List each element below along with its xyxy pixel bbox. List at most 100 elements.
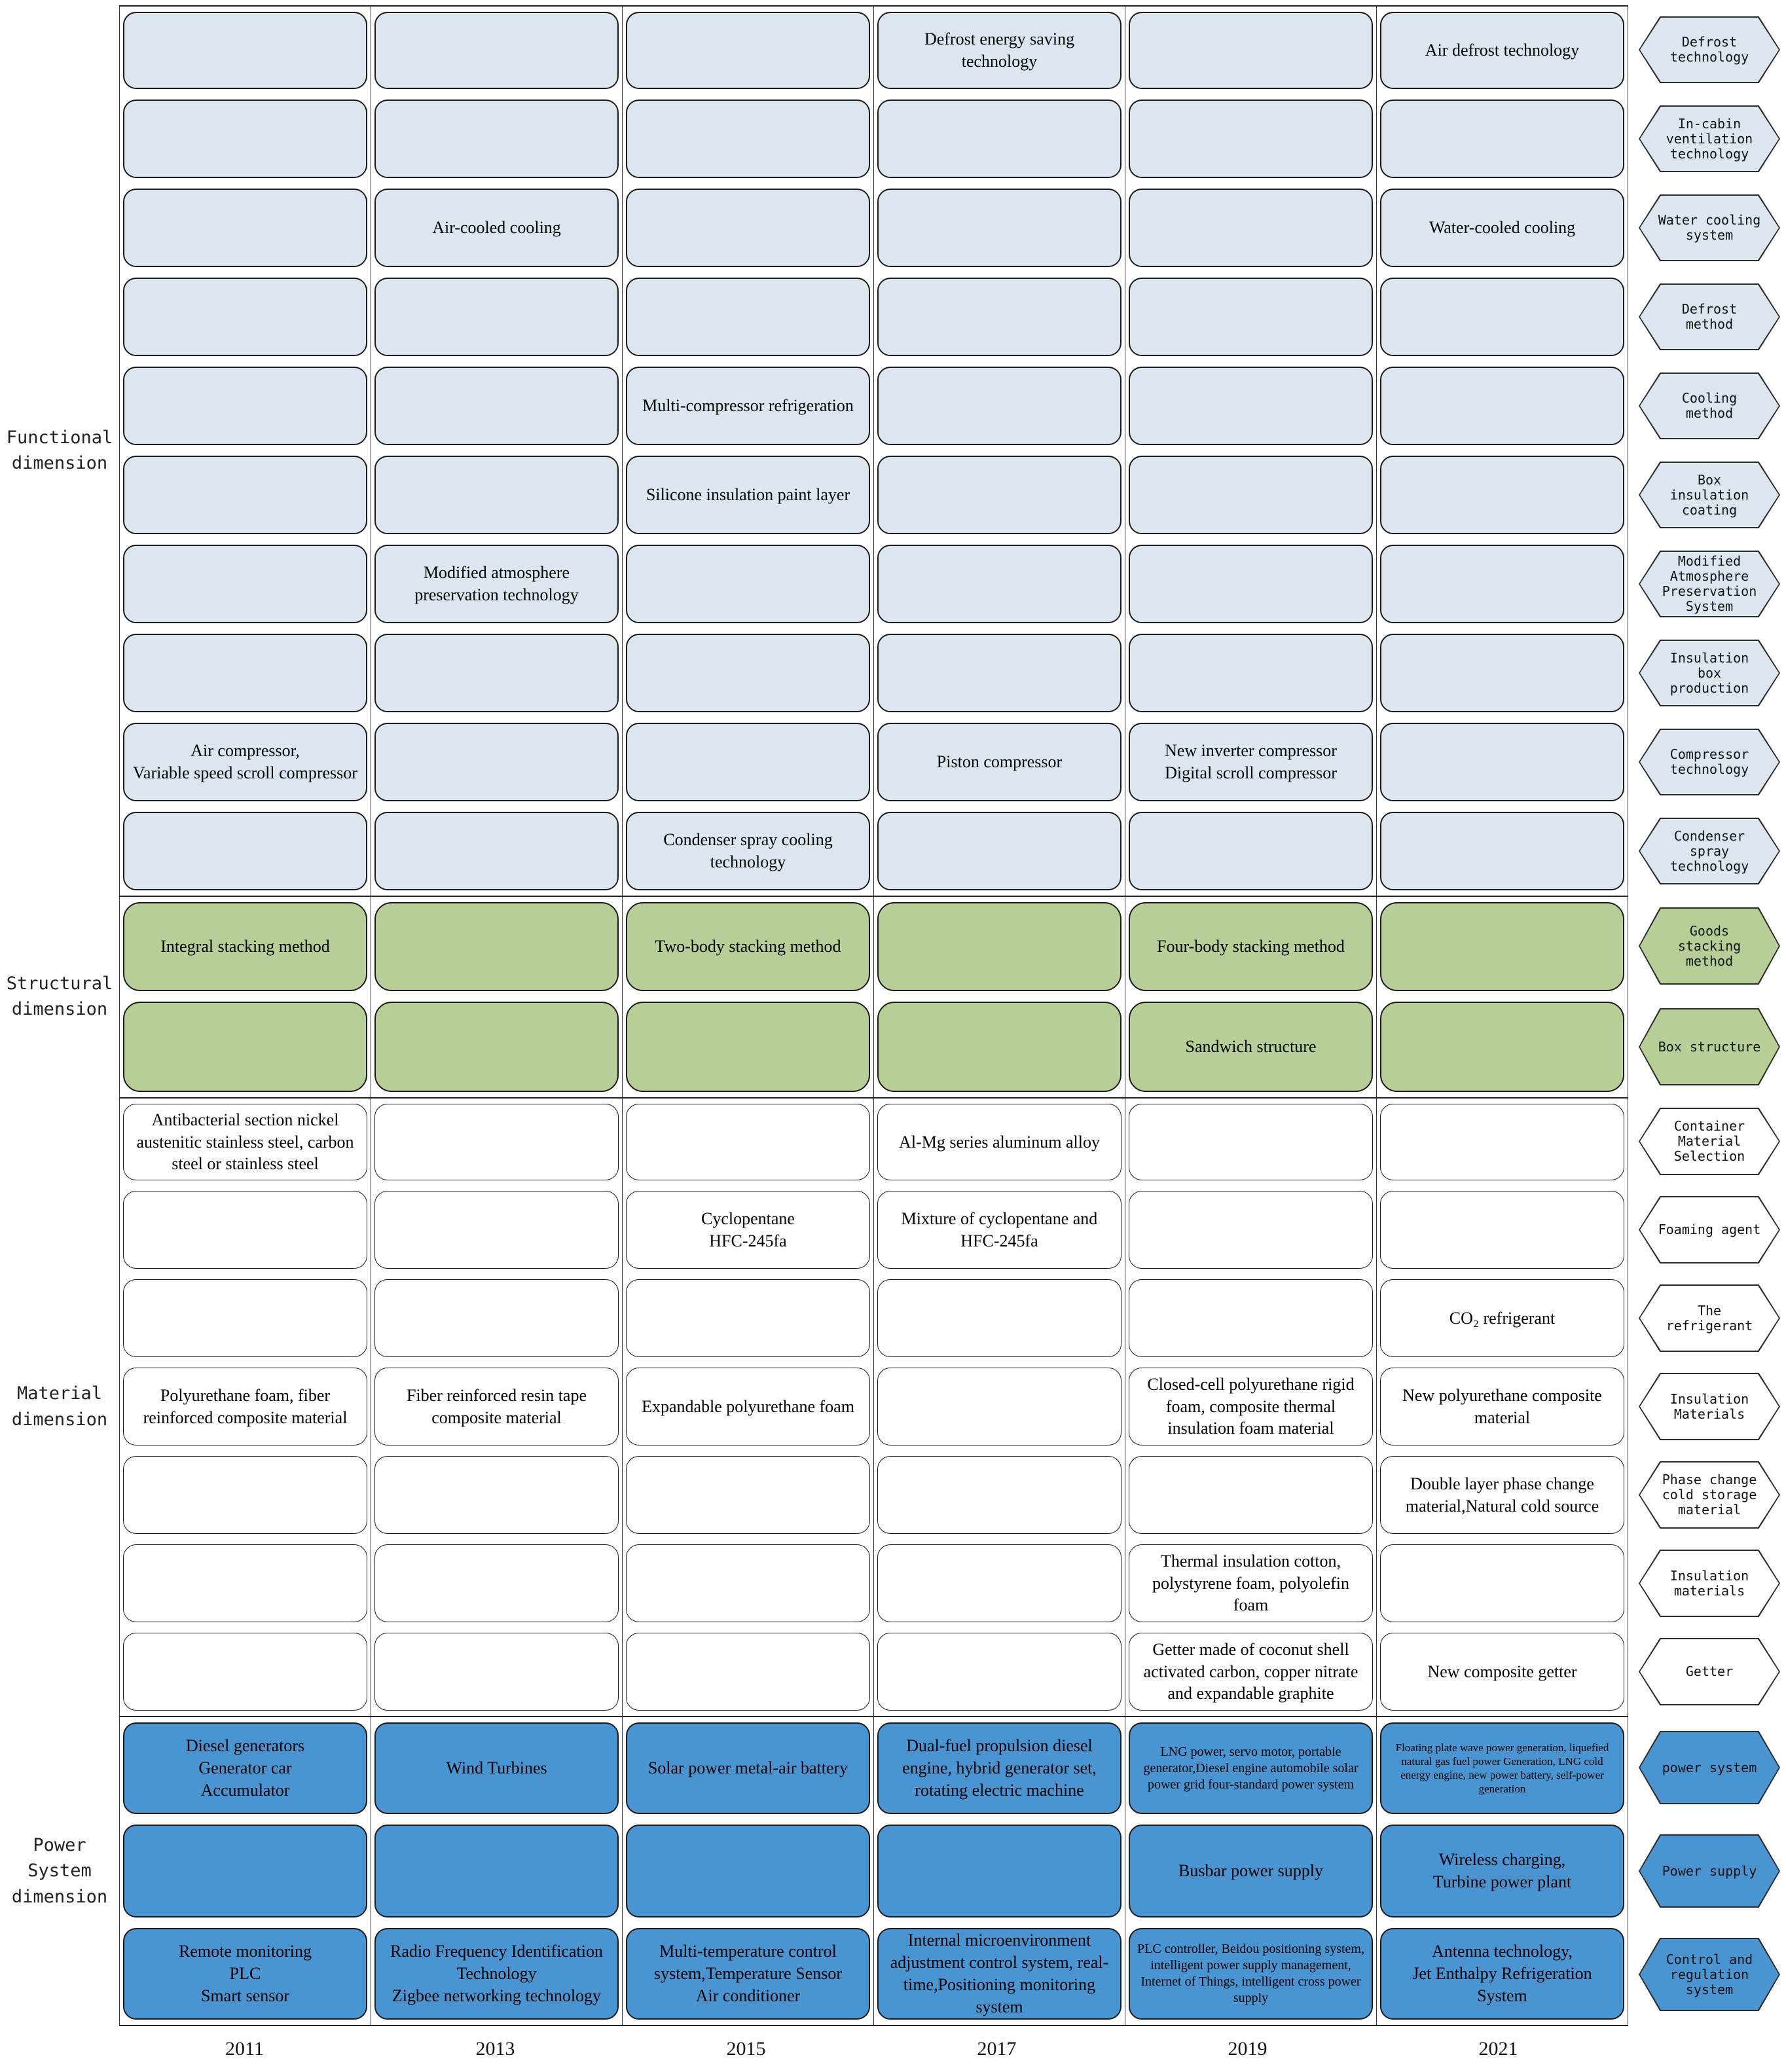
grid-cell-slot: [371, 1539, 623, 1627]
grid-cell-slot: Mixture of cyclopentane and HFC-245fa: [874, 1186, 1125, 1274]
grid-cell-slot: Busbar power supply: [1125, 1819, 1377, 1923]
tech-cell: Air compressor, Variable speed scroll co…: [123, 723, 367, 801]
tech-cell: Multi-compressor refrigeration: [626, 367, 870, 445]
tech-cell: Integral stacking method: [123, 902, 367, 991]
grid-cell-slot: [371, 1099, 623, 1186]
hexagon-label: Defrost technology: [1669, 34, 1749, 65]
tech-cell: [1380, 1191, 1624, 1269]
tech-cell: [1129, 456, 1373, 534]
tech-cell: Thermal insulation cotton, polystyrene f…: [1129, 1544, 1373, 1622]
tech-cell: [1380, 812, 1624, 890]
hexagon-shape: Insulation Materials: [1639, 1373, 1780, 1440]
tech-cell: [374, 1544, 619, 1622]
grid-cell-slot: LNG power, servo motor, portable generat…: [1125, 1717, 1377, 1819]
grid-cell-slot: Remote monitoring PLC Smart sensor: [120, 1923, 371, 2025]
tech-cell: [1129, 1191, 1373, 1269]
tech-cell: [123, 367, 367, 445]
grid-cell-slot: New inverter compressor Digital scroll c…: [1125, 718, 1377, 807]
tech-cell: [626, 278, 870, 356]
tech-cell: Sandwich structure: [1129, 1002, 1373, 1092]
grid-cell-slot: Internal microenvironment adjustment con…: [874, 1923, 1125, 2025]
grid-cell-slot: Expandable polyurethane foam: [623, 1362, 874, 1451]
grid-cell-slot: Piston compressor: [874, 718, 1125, 807]
row-category-hexagon: Defrost method: [1628, 272, 1786, 361]
grid-cell-slot: [1377, 361, 1628, 450]
roadmap-row: Double layer phase change material,Natur…: [119, 1451, 1786, 1539]
grid-cell-slot: [371, 450, 623, 539]
tech-cell: [877, 367, 1121, 445]
grid-cell-slot: Modified atmosphere preservation technol…: [371, 539, 623, 628]
year-tick: 2015: [726, 2038, 766, 2060]
tech-cell: [1380, 723, 1624, 801]
row-category-hexagon: In-cabin ventilation technology: [1628, 94, 1786, 183]
tech-cell: Al-Mg series aluminum alloy: [877, 1104, 1121, 1180]
tech-cell: [877, 189, 1121, 267]
roadmap-row: Polyurethane foam, fiber reinforced comp…: [119, 1362, 1786, 1451]
tech-cell: [123, 456, 367, 534]
grid-cell-slot: [1125, 1451, 1377, 1539]
hexagon-shape: Goods stacking method: [1639, 907, 1780, 985]
grid-cell-slot: [120, 807, 371, 896]
grid-cell-slot: [371, 628, 623, 718]
grid-cell-slot: [371, 718, 623, 807]
grid-cell-slot: Air defrost technology: [1377, 7, 1628, 94]
grid-cell-slot: [874, 1819, 1125, 1923]
row-category-hexagon: Compressor technology: [1628, 718, 1786, 807]
hexagon-shape: Defrost method: [1639, 283, 1780, 350]
hexagon-label: Control and regulation system: [1666, 1951, 1753, 1997]
tech-cell: [123, 100, 367, 178]
tech-cell: PLC controller, Beidou positioning syste…: [1129, 1928, 1373, 2020]
tech-cell: Air defrost technology: [1380, 12, 1624, 89]
grid-cell-slot: Diesel generators Generator car Accumula…: [120, 1717, 371, 1819]
grid-cell-slot: [371, 94, 623, 183]
tech-cell: [877, 100, 1121, 178]
tech-cell: [626, 1825, 870, 1918]
grid-cell-slot: [1125, 1186, 1377, 1274]
hexagon-label: Box structure: [1658, 1038, 1761, 1055]
grid-cell-slot: [874, 897, 1125, 996]
grid-cell-slot: [1377, 272, 1628, 361]
grid-cell-slot: [623, 1274, 874, 1362]
tech-cell: Getter made of coconut shell activated c…: [1129, 1633, 1373, 1711]
tech-cell: [1129, 1279, 1373, 1357]
row-category-hexagon: Goods stacking method: [1628, 896, 1786, 996]
grid-cell-slot: Integral stacking method: [120, 897, 371, 996]
hexagon-label: Insulation Materials: [1669, 1390, 1749, 1422]
hexagon-shape: Container Material Selection: [1639, 1108, 1780, 1175]
grid-cell-slot: Fiber reinforced resin tape composite ma…: [371, 1362, 623, 1451]
tech-cell: Expandable polyurethane foam: [626, 1368, 870, 1445]
row-category-hexagon: Power supply: [1628, 1819, 1786, 1923]
grid-cell-slot: [120, 1819, 371, 1923]
tech-cell: Condenser spray cooling technology: [626, 812, 870, 890]
row-category-hexagon: Insulation Materials: [1628, 1362, 1786, 1451]
row-category-hexagon: Insulation materials: [1628, 1539, 1786, 1627]
grid-cell-slot: [1377, 628, 1628, 718]
tech-cell: Two-body stacking method: [626, 902, 870, 991]
hexagon-label: The refrigerant: [1666, 1302, 1753, 1334]
grid-cell-slot: [1125, 94, 1377, 183]
tech-cell: [1380, 1002, 1624, 1092]
hexagon-label: Getter: [1685, 1663, 1734, 1679]
row-category-hexagon: Condenser spray technology: [1628, 807, 1786, 896]
grid-cell-slot: [120, 996, 371, 1097]
grid-cell-slot: [1125, 807, 1377, 896]
grid-cell-slot: Sandwich structure: [1125, 996, 1377, 1097]
grid-cell-slot: [623, 628, 874, 718]
grid-cell-slot: [120, 450, 371, 539]
grid-cell-slot: [120, 628, 371, 718]
grid-cell-slot: [120, 1451, 371, 1539]
grid-cell-slot: [1377, 807, 1628, 896]
tech-cell: [626, 1633, 870, 1711]
grid-cell-slot: [371, 1186, 623, 1274]
grid-cell-slot: [623, 1819, 874, 1923]
roadmap-row: Air compressor, Variable speed scroll co…: [119, 718, 1786, 807]
tech-cell: [1380, 100, 1624, 178]
tech-cell: [1129, 100, 1373, 178]
tech-cell: [626, 1002, 870, 1092]
hexagon-label: Water cooling system: [1658, 212, 1761, 243]
